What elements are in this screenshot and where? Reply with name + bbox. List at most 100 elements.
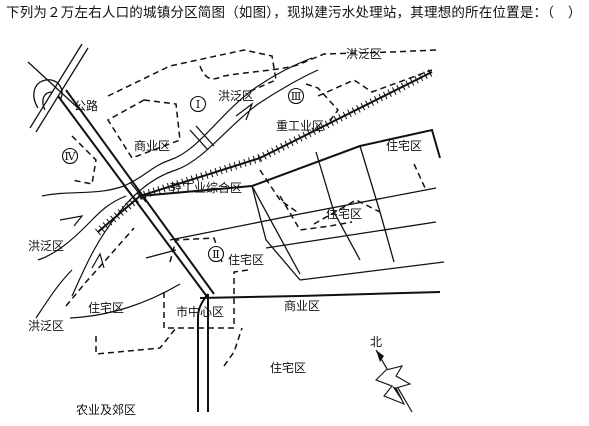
label-residential-center: 住宅区 xyxy=(228,252,264,267)
railway-tick xyxy=(219,166,223,175)
railway-tick xyxy=(262,151,267,160)
railway-tick xyxy=(190,175,195,184)
railway-tick xyxy=(238,160,242,169)
map-labels: 公路 商业区 洪泛区 洪泛区 重工业区 轻工业综合区 住宅区 住宅区 住宅区 洪… xyxy=(28,47,422,417)
railway-tick xyxy=(214,167,218,176)
railway-tick xyxy=(405,80,410,89)
label-flood-northeast: 洪泛区 xyxy=(346,47,382,61)
label-flood-north: 洪泛区 xyxy=(218,89,254,103)
railway-tick xyxy=(356,105,361,113)
marker-III[interactable]: Ⅲ xyxy=(287,87,305,105)
railway-tick xyxy=(306,129,312,138)
label-residential-southwest: 住宅区 xyxy=(88,300,124,315)
svg-text:Ⅳ: Ⅳ xyxy=(65,150,77,163)
marker-II[interactable]: Ⅱ xyxy=(207,245,225,263)
streets xyxy=(69,128,445,412)
railway-tick xyxy=(266,149,272,158)
railway-tick xyxy=(106,218,113,226)
railway-tick xyxy=(400,82,406,91)
railway-tick xyxy=(347,109,352,118)
svg-text:Ⅱ: Ⅱ xyxy=(212,248,219,261)
railway-tick xyxy=(284,140,290,149)
railway-tick xyxy=(209,169,214,178)
railway-tick xyxy=(351,107,357,115)
railway-tick xyxy=(224,164,228,173)
label-road: 公路 xyxy=(74,98,98,113)
railway-ticks xyxy=(95,69,433,236)
label-flood-west-1: 洪泛区 xyxy=(28,239,64,253)
label-residential-east-2: 住宅区 xyxy=(326,206,362,221)
railway-tick xyxy=(228,163,233,172)
railway-tick xyxy=(157,185,161,194)
north-label: 北 xyxy=(370,335,382,349)
label-light-industry: 轻工业综合区 xyxy=(170,180,242,195)
railway-tick xyxy=(311,127,316,135)
question-text: 下列为２万左右人口的城镇分区简图（如图），现拟建污水处理站，其理想的所在位置是：… xyxy=(6,5,582,21)
railway-tick xyxy=(387,89,392,97)
railway-tick xyxy=(391,87,397,95)
railway-tick xyxy=(205,170,209,179)
railway-tick xyxy=(98,225,105,233)
label-commercial-south: 商业区 xyxy=(284,298,320,313)
railway xyxy=(97,71,433,233)
railway-tick xyxy=(360,102,366,111)
railway-tick xyxy=(289,138,294,147)
railway-tick xyxy=(200,172,204,181)
railway-tick xyxy=(298,134,303,142)
railway-tick xyxy=(195,173,199,182)
railway-tick xyxy=(252,155,257,164)
bridges xyxy=(123,125,215,207)
label-flood-west-2: 洪泛区 xyxy=(28,319,64,333)
label-city-center: 市中心区 xyxy=(176,304,224,319)
railway-tick xyxy=(117,209,124,216)
railway-tick xyxy=(280,143,285,151)
railway-tick xyxy=(162,184,166,193)
railway-tick xyxy=(132,196,139,203)
zone-boundaries xyxy=(65,49,437,367)
railway-tick xyxy=(95,228,101,236)
railway-tick xyxy=(338,113,343,122)
railway-tick xyxy=(369,98,375,106)
railway-tick xyxy=(333,116,339,124)
railway-tick xyxy=(378,93,383,102)
railway-tick xyxy=(414,75,419,84)
label-residential-east-1: 住宅区 xyxy=(386,138,422,153)
railway-tick xyxy=(409,78,415,86)
label-residential-southeast: 住宅区 xyxy=(270,360,306,375)
railway-tick xyxy=(396,84,401,93)
marker-I[interactable]: Ⅰ xyxy=(189,95,207,113)
railway-tick xyxy=(382,91,388,100)
railway-tick xyxy=(275,145,281,153)
railway-tick xyxy=(342,111,348,120)
svg-text:Ⅰ: Ⅰ xyxy=(196,98,200,111)
railway-tick xyxy=(166,182,171,191)
railway-tick xyxy=(129,199,136,207)
railway-tick xyxy=(315,125,321,133)
railway-tick xyxy=(423,71,428,80)
site-markers: Ⅰ Ⅱ Ⅲ Ⅳ xyxy=(61,87,305,263)
label-heavy-industry: 重工业区 xyxy=(276,119,324,133)
railway-tick xyxy=(247,157,252,166)
railway-tick xyxy=(143,190,147,199)
railway-tick xyxy=(374,96,379,104)
railway-tick xyxy=(233,161,238,170)
marker-IV[interactable]: Ⅳ xyxy=(61,147,79,165)
railway-tick xyxy=(243,158,247,167)
railway-tick xyxy=(257,154,263,162)
highway-interchange xyxy=(27,43,89,133)
railway-tick xyxy=(302,131,307,140)
railway-tick xyxy=(181,178,185,187)
svg-text:Ⅲ: Ⅲ xyxy=(291,90,302,103)
railway-tick xyxy=(293,136,299,144)
railway-tick xyxy=(271,147,276,156)
railway-tick xyxy=(171,181,176,190)
label-agriculture-suburb: 农业及郊区 xyxy=(76,403,136,417)
railway-tick xyxy=(320,122,325,131)
railway-tick xyxy=(176,179,180,188)
river xyxy=(35,57,319,319)
label-commercial-nw: 商业区 xyxy=(134,138,170,153)
north-arrow: 北 xyxy=(370,335,413,413)
railway-tick xyxy=(365,100,370,109)
railway-tick xyxy=(185,176,190,185)
